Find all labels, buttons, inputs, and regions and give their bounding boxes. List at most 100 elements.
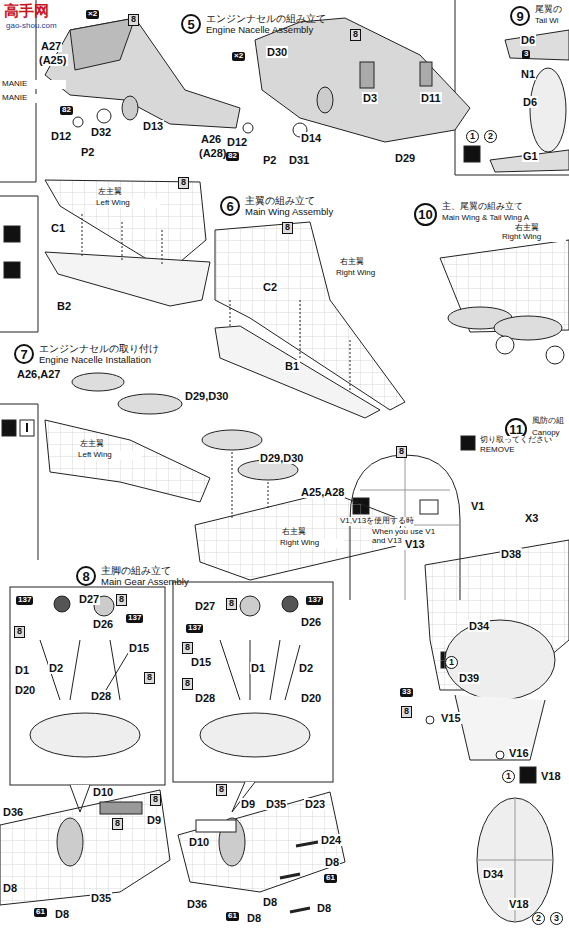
icon: [2, 420, 16, 436]
part-number: D8: [246, 912, 262, 924]
part-number: V16: [508, 747, 530, 759]
step-mark: 1: [466, 130, 479, 143]
part-number: D34: [468, 620, 490, 632]
paint-callout: 137: [126, 614, 143, 623]
icon: [464, 146, 480, 162]
step-number: 6: [226, 200, 233, 213]
step-number: 10: [418, 208, 432, 221]
part-number: B2: [56, 300, 72, 312]
part-number: N1: [520, 68, 536, 80]
icon: [4, 226, 20, 242]
part-number: D20: [14, 684, 36, 696]
wing: [215, 326, 380, 418]
part-number: D3: [362, 92, 378, 104]
part-number: A25,A28: [300, 486, 345, 498]
paint-callout: 61: [324, 874, 337, 883]
part-number: V15: [440, 712, 462, 724]
part-number: V18: [508, 898, 530, 910]
wing: [0, 790, 170, 905]
paint-callout: 137: [306, 596, 323, 605]
icon: [420, 500, 438, 514]
note-text: REMOVE: [480, 446, 544, 455]
icon: [20, 420, 34, 436]
part-number: D20: [300, 692, 322, 704]
part-number: A26,A27: [16, 368, 61, 380]
part-number: D23: [304, 798, 326, 810]
note-text: 右主翼: [515, 224, 539, 233]
step-title: Main Wing Assembly: [245, 207, 333, 217]
step-number: 7: [20, 348, 27, 361]
aircraft: [440, 240, 569, 332]
part-number: (A25): [38, 54, 68, 66]
paint-callout: 8: [112, 818, 123, 830]
wing: [195, 492, 402, 580]
part-number: D8: [262, 896, 278, 908]
paint-callout: 8: [282, 222, 293, 234]
part-number: V1: [470, 500, 485, 512]
watermark: 高手网: [4, 3, 49, 20]
step-mark: 3: [550, 912, 563, 925]
part-number: D26: [300, 616, 322, 628]
detail-box: [10, 587, 165, 785]
part-number: D13: [142, 120, 164, 132]
note-text: Right Wing: [280, 539, 344, 548]
paint-callout: 8: [396, 446, 407, 458]
step-title: Engine Nacelle Installation: [39, 355, 151, 365]
fuselage: [477, 798, 553, 922]
note-text: MANIE: [2, 94, 66, 103]
note-text: 左主翼: [80, 440, 104, 449]
part-number: D26: [92, 618, 114, 630]
part-number: D27: [78, 593, 100, 605]
step-circle: 9尾翼のTail Wi: [510, 6, 530, 26]
paint-callout: 8: [128, 14, 139, 26]
part-number: D24: [320, 834, 342, 846]
step-circle: 8主脚の組み立てMain Gear Assembly: [76, 566, 96, 586]
paint-callout: 8: [178, 177, 189, 189]
paint-callout: 8: [401, 706, 412, 718]
note-text: Left Wing: [78, 451, 142, 460]
paint-callout: 61: [226, 912, 239, 921]
note-text: MANIE: [2, 80, 66, 89]
paint-callout: 8: [150, 794, 161, 806]
icon: [461, 436, 475, 450]
step-title: 尾翼の: [535, 5, 562, 15]
panel-frame: [0, 196, 38, 332]
panel-frame: [0, 404, 38, 560]
step-mark: 1: [445, 656, 458, 669]
part-number: D31: [288, 154, 310, 166]
part-number: P2: [262, 154, 277, 166]
part-number: D8: [324, 856, 340, 868]
part-number: D35: [265, 798, 287, 810]
part-number: D29,D30: [259, 452, 304, 464]
note-text: 切り取ってください: [480, 436, 552, 445]
wing: [45, 252, 210, 306]
paint-callout: 61: [34, 908, 47, 917]
part-number: D2: [298, 662, 314, 674]
part-number: D36: [186, 898, 208, 910]
step-number: 11: [509, 423, 523, 436]
part-number: (A28): [198, 147, 228, 159]
step-number: 9: [516, 10, 523, 23]
step-mark: 2: [532, 912, 545, 925]
part-number: D15: [128, 642, 150, 654]
part-number: D12: [226, 136, 248, 148]
step-circle: 10主、尾翼の組み立てMain Wing & Tail Wing A: [414, 203, 437, 226]
part-number: D28: [90, 690, 112, 702]
step-mark: 2: [484, 130, 497, 143]
part-number: A27: [40, 40, 62, 52]
paint-callout: 8: [226, 598, 237, 610]
note-text: Right Wing: [502, 233, 566, 242]
part-number: G1: [522, 150, 539, 162]
step-title: 主脚の組み立て: [101, 565, 171, 576]
part-number: V13: [404, 538, 426, 550]
part-number: D9: [240, 798, 256, 810]
part-number: X3: [524, 512, 539, 524]
icon: [520, 767, 536, 783]
icon: [4, 262, 20, 278]
note-text: 右主翼: [282, 528, 306, 537]
part-number: D2: [48, 662, 64, 674]
step-title: エンジンナセルの取り付け: [39, 343, 159, 354]
wing: [45, 420, 210, 502]
part-number: V18: [540, 770, 562, 782]
step-title: 主、尾翼の組み立て: [442, 202, 523, 212]
